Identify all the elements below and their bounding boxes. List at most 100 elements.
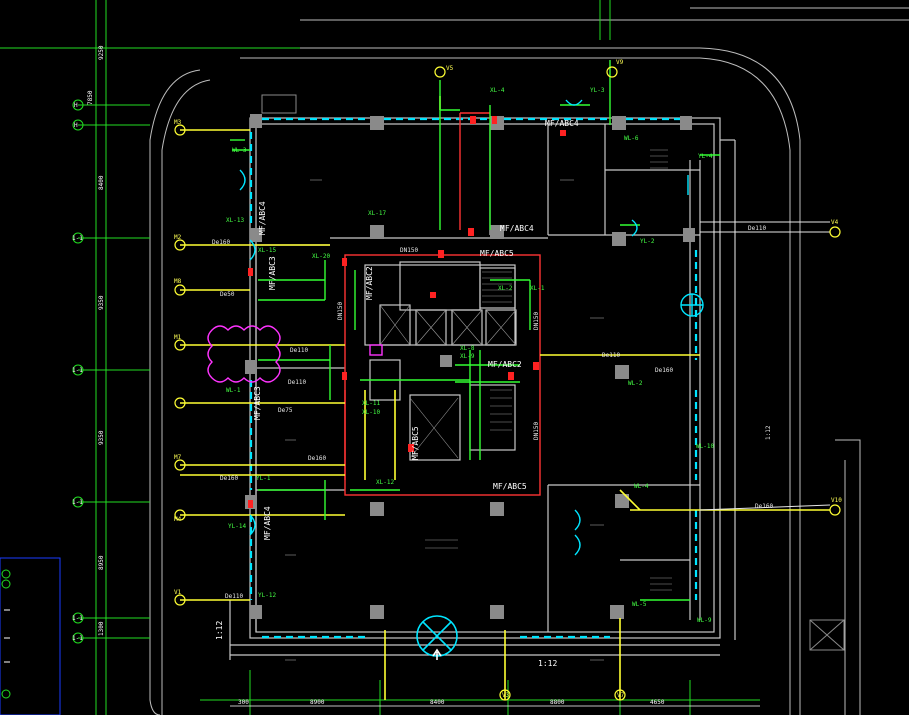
equipment-tag: MF/ABC5 bbox=[480, 249, 514, 258]
pipe-tag: YL-4 bbox=[698, 153, 713, 160]
axis-dim: 1300 bbox=[98, 621, 105, 636]
pipe-tag: WL-3 bbox=[232, 147, 247, 154]
riser-label: M2 bbox=[174, 234, 182, 241]
riser-circles bbox=[174, 66, 841, 701]
axis-label: H bbox=[74, 102, 78, 109]
pipe-tag: WL-9 bbox=[697, 617, 712, 624]
riser-label: M1 bbox=[174, 334, 182, 341]
axis-dim: 9350 bbox=[98, 295, 105, 310]
axis-dim: 7850 bbox=[87, 90, 94, 105]
pipe-tag: XL-13 bbox=[226, 217, 244, 224]
axis-label: 1-1 bbox=[72, 235, 83, 242]
equipment-tag: MF/ABC3 bbox=[268, 256, 277, 290]
equipment-tag: MF/ABC2 bbox=[488, 360, 522, 369]
axis-label: 1-1 bbox=[72, 615, 83, 622]
axis-label: H bbox=[74, 122, 78, 129]
pipe-tag: WL-4 bbox=[634, 483, 649, 490]
equipment-tag: MF/ABC2 bbox=[365, 266, 374, 300]
grid-axes bbox=[0, 0, 760, 715]
riser-label: V1 bbox=[174, 589, 182, 596]
equipment-tag: MF/ABC4 bbox=[500, 224, 534, 233]
bottom-axis-label: V3 bbox=[502, 692, 510, 699]
equipment-tag: MF/ABC4 bbox=[545, 119, 579, 128]
pipe-tag: YL-14 bbox=[228, 523, 246, 530]
axis-dims-left: 9250 7850 8400 9350 9350 8950 1300 bbox=[87, 45, 105, 636]
slope-label: 1:12 bbox=[538, 659, 557, 668]
pipe-tag: XL-2 bbox=[498, 285, 513, 292]
pipe-tag: WL-6 bbox=[624, 135, 639, 142]
pipe-size: De160 bbox=[655, 367, 673, 374]
pipe-size: De110 bbox=[290, 347, 308, 354]
legend-frame bbox=[0, 557, 61, 715]
riser-label: V9 bbox=[616, 59, 624, 66]
pipe-tag: WL-2 bbox=[628, 380, 643, 387]
room-annotation-ticks bbox=[285, 179, 604, 661]
riser-label: V10 bbox=[831, 497, 842, 504]
axis-label: 1-1 bbox=[72, 499, 83, 506]
pipe-size: DN150 bbox=[533, 422, 540, 440]
pipe-size: De50 bbox=[220, 291, 235, 298]
pipe-size: De110 bbox=[288, 379, 306, 386]
equipment-tag: MF/ABC4 bbox=[263, 506, 272, 540]
pipe-tag: XL-9 bbox=[460, 353, 475, 360]
riser-label: M8 bbox=[174, 278, 182, 285]
pipe-size: De110 bbox=[748, 225, 766, 232]
bottom-dim: 4650 bbox=[650, 699, 665, 706]
pipe-size: De160 bbox=[308, 455, 326, 462]
equipment-tag: MF/ABC5 bbox=[411, 426, 420, 460]
pipe-tag: XL-17 bbox=[368, 210, 386, 217]
green-pipes bbox=[230, 60, 720, 601]
bottom-dim: 8900 bbox=[310, 699, 325, 706]
elevator-shafts bbox=[379, 304, 517, 459]
axis-dim: 9350 bbox=[98, 430, 105, 445]
riser-label: V4 bbox=[831, 219, 839, 226]
pipe-size: De160 bbox=[220, 475, 238, 482]
pipe-tag: XL-8 bbox=[460, 345, 475, 352]
columns bbox=[245, 94, 845, 651]
slope-label: 1:12 bbox=[765, 425, 772, 440]
pipe-tag: WL-5 bbox=[632, 601, 647, 608]
revision-cloud bbox=[207, 325, 383, 383]
cyan-symbols bbox=[239, 99, 704, 556]
pipe-tag: XL-4 bbox=[490, 87, 505, 94]
axis-labels-left: H H 1-1 1-1 1-1 1-1 1-1 bbox=[72, 102, 83, 642]
supply-pipes bbox=[180, 96, 830, 700]
pipe-size: De110 bbox=[602, 352, 620, 359]
entrance-door bbox=[416, 615, 458, 660]
pipe-size: De110 bbox=[225, 593, 243, 600]
stair-hatch bbox=[482, 149, 672, 591]
fire-extinguisher-markers bbox=[248, 116, 566, 508]
bottom-dimensions: 300 8900 8400 8800 4650 V3 V7 bbox=[230, 692, 760, 707]
building-walls bbox=[229, 117, 736, 660]
pipe-tags: XL-4 XL-17 XL-20 XL-15 XL-13 XL-12 XL-11… bbox=[226, 87, 714, 624]
white-pipes bbox=[699, 221, 831, 511]
bottom-dim: 300 bbox=[238, 699, 249, 706]
bottom-dim: 8800 bbox=[550, 699, 565, 706]
slope-label: 1:12 bbox=[215, 621, 224, 640]
pipe-size: DN150 bbox=[400, 247, 418, 254]
site-boundary bbox=[149, 7, 909, 715]
riser-label: M7 bbox=[174, 454, 182, 461]
pipe-size: DN150 bbox=[533, 312, 540, 330]
pipe-size: DN150 bbox=[337, 302, 344, 320]
equipment-tag: MF/ABC3 bbox=[253, 386, 262, 420]
riser-label: M3 bbox=[174, 119, 182, 126]
pipe-tag: YL-2 bbox=[640, 238, 655, 245]
pipe-tag: YL-12 bbox=[258, 592, 276, 599]
riser-label: V5 bbox=[446, 65, 454, 72]
pipe-tag: YL-3 bbox=[590, 87, 605, 94]
pipe-tag: WL-1 bbox=[226, 387, 241, 394]
bottom-axis-label: V7 bbox=[617, 692, 625, 699]
pipe-tag: WL-10 bbox=[696, 443, 714, 450]
pipe-size: De160 bbox=[212, 239, 230, 246]
axis-dim: 8950 bbox=[98, 555, 105, 570]
axis-label: 1-1 bbox=[72, 367, 83, 374]
axis-label: 1-1 bbox=[72, 635, 83, 642]
riser-labels: M3 M2 M8 M1 M7 M4 V1 V5 V4 V10 V9 bbox=[174, 59, 842, 596]
pipe-size: De75 bbox=[278, 407, 293, 414]
pipe-size-labels: DN150 De160 De110 De110 De50 De75 De110 … bbox=[212, 225, 773, 600]
bottom-dim: 8400 bbox=[430, 699, 445, 706]
riser-label: M4 bbox=[174, 516, 182, 523]
